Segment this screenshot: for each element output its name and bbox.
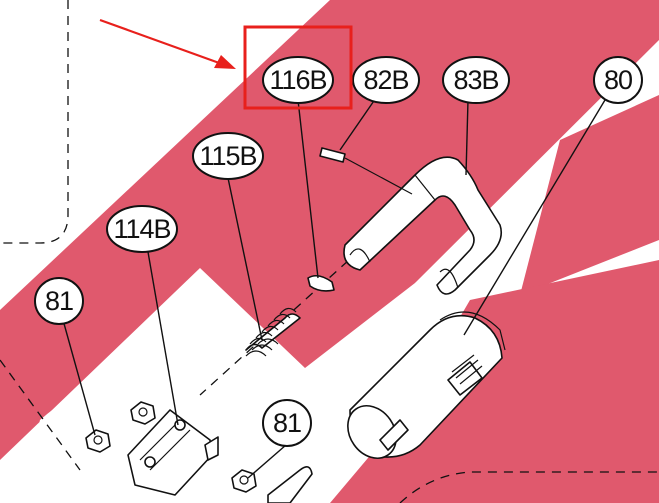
callout-81-left-label: 81 <box>45 286 73 316</box>
callout-83b-label: 83B <box>453 65 498 95</box>
callout-82b-label: 82B <box>363 65 408 95</box>
callout-81-lower: 81 <box>262 399 312 447</box>
leader-80 <box>463 94 609 336</box>
assembly-axis-line <box>199 249 361 396</box>
pointer-arrow <box>99 18 236 69</box>
callout-80-label: 80 <box>604 65 632 95</box>
callout-115b-label: 115B <box>199 141 256 171</box>
callout-82b: 82B <box>352 56 420 104</box>
leader-81-left <box>62 319 96 436</box>
red-band-right <box>520 95 659 295</box>
nut-81-left <box>85 429 111 453</box>
highlight-box <box>243 25 353 110</box>
rod-83b <box>343 156 503 295</box>
pin-82b <box>319 147 413 195</box>
assembly-axis-line-lower <box>0 359 81 471</box>
motor-80 <box>347 311 506 459</box>
callout-81-lower-label: 81 <box>273 408 301 438</box>
nut-81-center <box>130 401 156 425</box>
leader-81-lower <box>247 444 287 479</box>
callout-116b-label: 116B <box>269 65 326 95</box>
bracket-114b <box>127 409 219 496</box>
callout-80: 80 <box>593 56 643 104</box>
leader-83b <box>465 99 469 176</box>
leader-115b <box>227 177 263 341</box>
callout-83b: 83B <box>442 56 510 104</box>
callout-114b: 114B <box>106 205 178 253</box>
leader-116b <box>297 99 319 279</box>
clip-116b <box>307 274 335 292</box>
red-band-main <box>0 0 659 460</box>
callout-115b: 115B <box>192 132 264 180</box>
dashed-boundary-bottom-right <box>399 471 659 503</box>
lever-part <box>267 466 313 503</box>
spring-115b <box>245 307 301 357</box>
leader-82b <box>339 94 379 151</box>
callout-116b: 116B <box>262 56 334 104</box>
dashed-boundary-top-left <box>0 0 69 244</box>
callout-81-left: 81 <box>34 277 84 325</box>
callout-114b-label: 114B <box>113 214 170 244</box>
leader-114b <box>147 251 179 426</box>
